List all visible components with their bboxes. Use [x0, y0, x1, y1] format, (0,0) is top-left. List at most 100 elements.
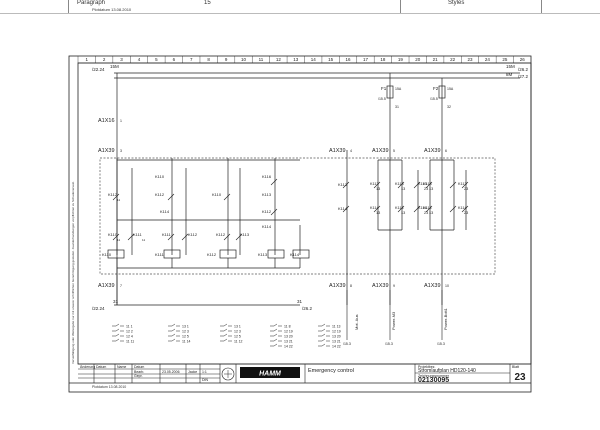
contact-block-name: K113: [370, 182, 379, 186]
connector-x39-pin: 10: [445, 284, 449, 288]
bus-right-ref: /26.2: [518, 67, 529, 72]
column-number: 3: [120, 57, 123, 62]
contact-k110: [112, 233, 120, 241]
connector-x39-pin: 5: [393, 149, 395, 153]
top-strip: Paragraph 15 Styles Plotdatum 13.08.2010: [0, 0, 600, 14]
contact-k113: [425, 181, 433, 189]
connector-x39: A1X39: [372, 148, 389, 154]
tb-date: 23.05.2006: [162, 370, 180, 374]
title-block: [78, 363, 531, 383]
relay-pin: 11: [117, 238, 120, 242]
bus-right-label: 15M: [506, 64, 515, 69]
relay-label: K110: [212, 192, 222, 197]
legend-text: 12 4: [126, 335, 133, 339]
legend-text: 13 20: [332, 335, 341, 339]
top-cell-number: 15: [204, 0, 211, 6]
connector-x39-pin: 9: [393, 284, 395, 288]
legend-contact-symbol: [112, 323, 124, 327]
connector-x39: A1X39: [98, 283, 115, 289]
legend-contact-symbol: [112, 328, 124, 332]
coil-label: K111: [155, 252, 165, 257]
connector-x39-pin: 6: [445, 149, 447, 153]
bus-bottom-ref-right: /26.2: [302, 306, 313, 311]
column-number: 24: [485, 57, 491, 62]
legend-text: 12 19: [332, 330, 341, 334]
contact-block-name: K113: [423, 182, 432, 186]
top-rule: [400, 0, 401, 14]
column-number: 13: [293, 57, 299, 62]
contact-k113: [413, 181, 421, 189]
column-number: 17: [363, 57, 369, 62]
legend-contact-symbol: [270, 323, 282, 327]
contact-block-name: K113: [418, 182, 427, 186]
bus-top-label: 15M: [110, 64, 119, 69]
tb-row: Datum: [134, 365, 144, 369]
contact-block-name: K114: [395, 206, 404, 210]
contact-legend: 13 112 312 511 12: [220, 323, 243, 344]
coil-label: K110: [102, 252, 112, 257]
connector-x39-pin: 4: [350, 149, 352, 153]
relay-label: K112: [188, 232, 198, 237]
column-number: 15: [328, 57, 334, 62]
tb-col-head: Änderung: [80, 365, 95, 369]
relay-label: K113: [338, 182, 348, 187]
contact-block-pin: 13: [401, 211, 405, 215]
fuse-f1-rating: 15A: [395, 87, 402, 91]
contact-k112: [167, 193, 175, 201]
connector-x16-pin: 1: [120, 119, 122, 123]
contact-k114: [461, 205, 469, 213]
vertical-ref: /15.3: [437, 342, 445, 346]
tb-sheet-label: Blatt: [512, 365, 519, 369]
contact-k114: [342, 205, 350, 213]
coil-label: K113: [258, 252, 268, 257]
contact-k110: [223, 193, 231, 201]
top-cell-styles: Styles: [448, 0, 465, 6]
contact-block-pin: 23: [424, 211, 428, 215]
legend-contact-symbol: [220, 338, 232, 342]
vertical-ref: /15.3: [343, 342, 351, 346]
top-plot-stamp: Plotdatum 13.08.2010: [92, 7, 132, 12]
tb-project-label: Projektbez.: [418, 365, 436, 369]
legend-text: 12 5: [234, 335, 241, 339]
connector-x39: A1X39: [329, 148, 346, 154]
column-number: 20: [415, 57, 421, 62]
coil-label: K114: [290, 252, 300, 257]
bottom-plot-stamp: Plotdatum 13.08.2010: [92, 385, 126, 389]
margin-note: Vervielfältigung oder Weitergabe nur mit…: [71, 181, 75, 364]
relay-label: K112: [108, 192, 118, 197]
contact-block-name: K113: [458, 182, 467, 186]
bus-bottom-label-right: 31: [297, 299, 303, 304]
legend-contact-symbol: [220, 333, 232, 337]
hamm-logo: [240, 367, 300, 378]
fuse-f2: [438, 85, 446, 99]
legend-text: 13 1: [234, 325, 241, 329]
contact-k113: [461, 181, 469, 189]
column-number: 12: [276, 57, 282, 62]
relay-label: K110: [155, 174, 165, 179]
vertical-label-power-bolt1: Power-Bolt1: [443, 307, 448, 330]
legend-contact-symbol: [318, 343, 330, 347]
column-number: 26: [520, 57, 526, 62]
fuse-f1-label: F1: [381, 86, 387, 91]
contact-block-name: K113: [395, 182, 404, 186]
legend-text: 12 5: [182, 335, 189, 339]
connector-x16: A1X16: [98, 118, 115, 124]
tb-col-head: Name: [117, 365, 126, 369]
column-number: 25: [502, 57, 508, 62]
legend-contact-symbol: [270, 343, 282, 347]
legend-contact-symbol: [270, 333, 282, 337]
column-number: 4: [138, 57, 141, 62]
column-number: 14: [311, 57, 317, 62]
contact-block-pin: 23: [464, 187, 468, 191]
column-number: 23: [468, 57, 474, 62]
coil-label: K112: [207, 252, 217, 257]
fuse-f2-pin: 32: [447, 105, 451, 109]
relay-pin: 11: [142, 238, 145, 242]
legend-contact-symbol: [168, 333, 180, 337]
legend-text: 11 1: [126, 325, 133, 329]
legend-text: 14 22: [332, 345, 341, 349]
column-number: 22: [450, 57, 456, 62]
relay-label: K116: [262, 174, 272, 179]
contact-k113: [235, 233, 243, 241]
tb-sheet-no: 23: [514, 372, 526, 383]
